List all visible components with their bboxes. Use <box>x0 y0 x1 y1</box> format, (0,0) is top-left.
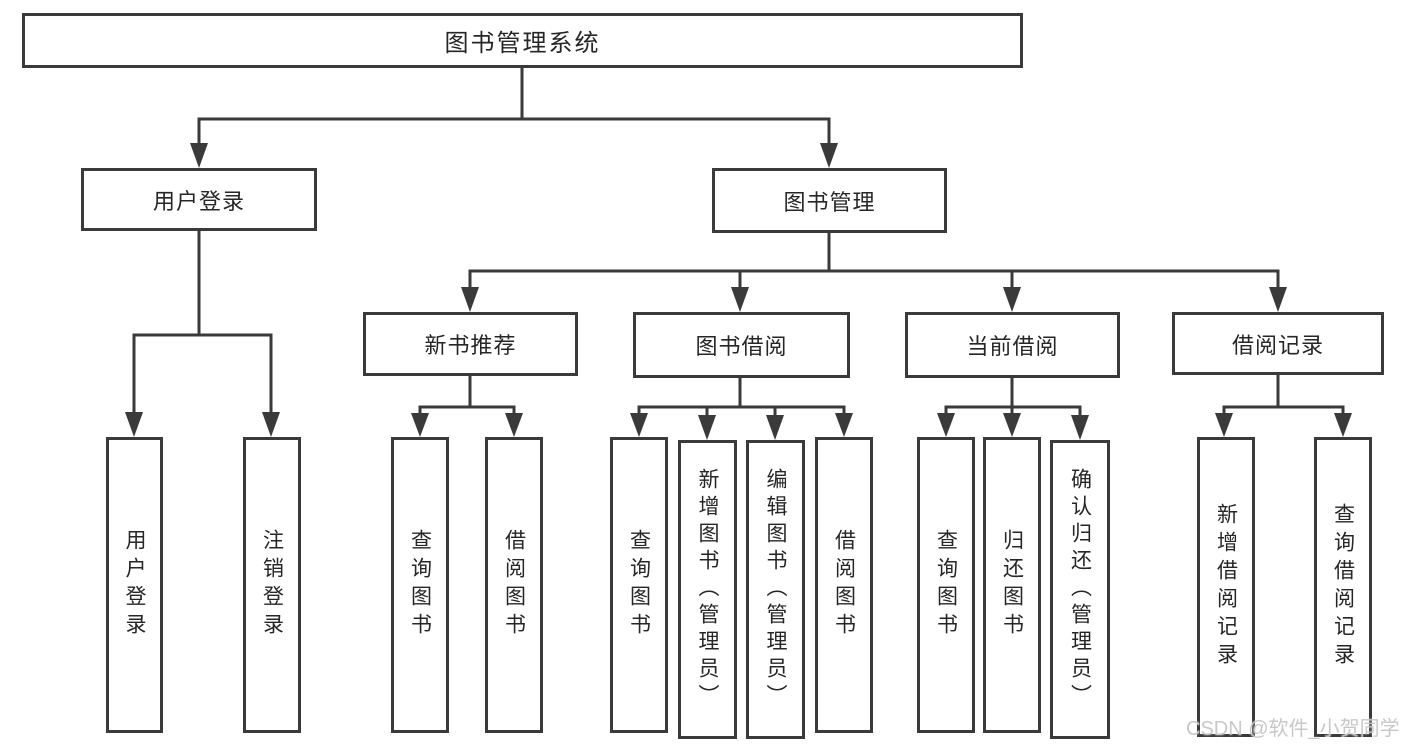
leaf-query-books-borrowing-label: 查询图书 <box>627 529 651 641</box>
leaf-query-borrow-record: 查询借阅记录 <box>1314 437 1372 737</box>
leaf-query-books-borrowing: 查询图书 <box>610 437 668 733</box>
node-root: 图书管理系统 <box>22 13 1023 68</box>
node-book-borrowing: 图书借阅 <box>633 312 850 378</box>
node-book-borrowing-label: 图书借阅 <box>695 334 788 359</box>
leaf-add-books-admin: 新增图书（管理员） <box>678 440 737 739</box>
node-borrowing-records: 借阅记录 <box>1172 312 1384 375</box>
csdn-watermark: CSDN @软件_小贺同学 <box>1186 718 1400 740</box>
leaf-borrow-books-borrowing: 借阅图书 <box>815 437 873 733</box>
node-user-login: 用户登录 <box>81 168 317 231</box>
leaf-query-borrow-record-label: 查询借阅记录 <box>1331 503 1355 671</box>
leaf-borrow-books-recommend-label: 借阅图书 <box>502 529 526 641</box>
leaf-user-login-label: 用户登录 <box>123 529 146 641</box>
node-new-book-recommend: 新书推荐 <box>363 312 578 376</box>
leaf-logout-label: 注销登录 <box>260 529 284 641</box>
node-current-borrowing-label: 当前借阅 <box>966 334 1059 359</box>
leaf-query-books-recommend: 查询图书 <box>391 437 449 733</box>
node-root-label: 图书管理系统 <box>444 30 601 57</box>
node-user-login-label: 用户登录 <box>152 188 245 214</box>
leaf-edit-books-admin: 编辑图书（管理员） <box>746 440 805 739</box>
leaf-confirm-return-admin-label: 确认归还（管理员） <box>1068 468 1092 711</box>
node-borrowing-records-label: 借阅记录 <box>1231 332 1324 358</box>
leaf-query-books-current-label: 查询图书 <box>934 529 958 641</box>
leaf-logout: 注销登录 <box>243 437 301 733</box>
leaf-return-books: 归还图书 <box>983 437 1041 733</box>
leaf-borrow-books-recommend: 借阅图书 <box>485 437 543 733</box>
leaf-return-books-label: 归还图书 <box>1000 529 1024 641</box>
leaf-borrow-books-borrowing-label: 借阅图书 <box>832 529 856 641</box>
leaf-query-books-recommend-label: 查询图书 <box>408 529 432 641</box>
leaf-query-books-current: 查询图书 <box>917 437 975 733</box>
leaf-confirm-return-admin: 确认归还（管理员） <box>1050 440 1110 739</box>
leaf-user-login: 用户登录 <box>106 437 163 733</box>
node-current-borrowing: 当前借阅 <box>905 312 1120 378</box>
node-new-book-recommend-label: 新书推荐 <box>424 333 517 358</box>
leaf-add-books-admin-label: 新增图书（管理员） <box>696 468 719 711</box>
leaf-add-borrow-record-label: 新增借阅记录 <box>1214 503 1238 671</box>
node-book-management-label: 图书管理 <box>783 189 876 215</box>
leaf-edit-books-admin-label: 编辑图书（管理员） <box>764 468 787 711</box>
arrowheads <box>125 143 1352 440</box>
node-book-management: 图书管理 <box>712 168 947 233</box>
leaf-add-borrow-record: 新增借阅记录 <box>1197 437 1255 737</box>
